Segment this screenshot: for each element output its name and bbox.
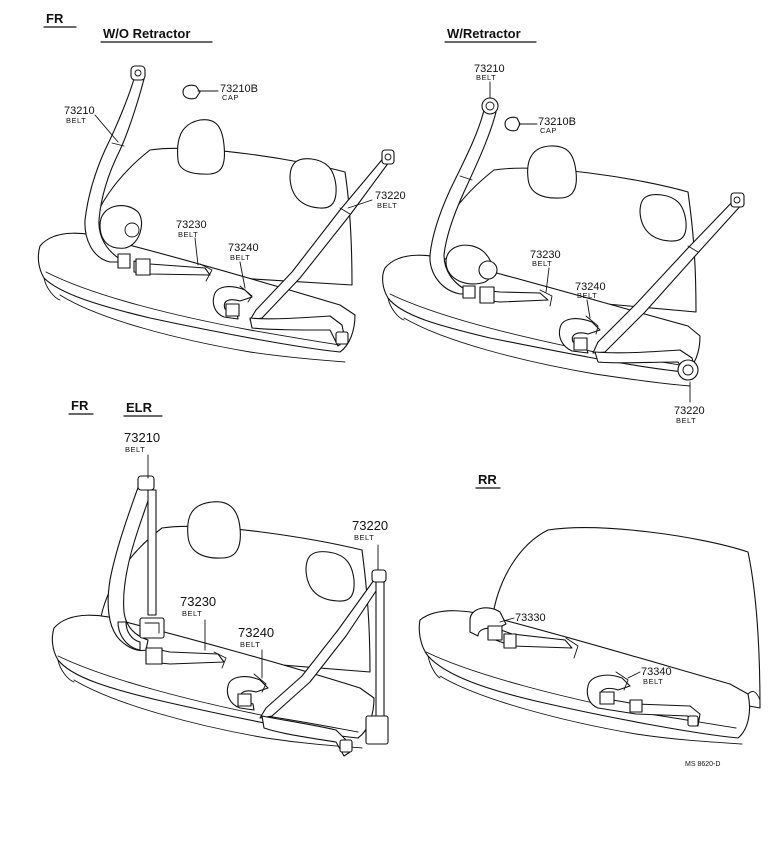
callout-number: 73240 [228,242,259,254]
heading-wo-retractor: W/O Retractor [103,26,190,41]
callout-name: BELT [354,533,374,542]
callout-name: CAP [540,126,557,135]
callout-name: BELT [643,677,663,686]
callout-number: 73330 [515,612,546,624]
heading-w-retractor: W/Retractor [447,26,521,41]
callout-number: 73340 [641,666,672,678]
leader-lines-q3 [147,454,379,679]
seat-illustration-fr-wo-retractor [37,65,395,363]
callout-name: BELT [66,116,86,125]
callouts-q3: 73210 BELT 73230 BELT 73240 BELT 73220 B… [124,430,388,649]
callout-number: 73220 [674,405,705,417]
callout-name: CAP [222,93,239,102]
heading-fr-bottom: FR [71,398,89,413]
callout-number: 73240 [575,281,606,293]
heading-rr: RR [478,472,497,487]
callout-name: BELT [125,445,145,454]
callout-name: BELT [577,291,597,300]
callouts-q4: 73330 73340 BELT [515,612,672,686]
callout-number: 73230 [180,594,216,609]
callouts-q1: 73210 BELT 73210B CAP 73230 BELT 73240 B… [64,83,406,262]
leader-lines-q4 [499,617,641,679]
seat-illustration-fr-w-retractor [382,97,745,387]
callout-name: BELT [178,230,198,239]
heading-elr: ELR [126,400,153,415]
callout-name: BELT [182,609,202,618]
callout-number: 73210 [474,63,505,75]
seat-illustration-fr-elr [51,475,389,757]
callout-name: BELT [676,416,696,425]
callout-name: BELT [532,259,552,268]
callout-number: 73220 [352,518,388,533]
callout-number: 73230 [530,249,561,261]
callout-number: 73210 [64,105,95,117]
callout-number: 73210B [220,83,258,95]
section-headings: FR W/O Retractor W/Retractor FR ELR RR [43,11,537,489]
callout-number: 73210B [538,116,576,128]
callout-number: 73240 [238,625,274,640]
callout-name: BELT [377,201,397,210]
leader-lines-q2 [489,81,691,403]
callout-name: BELT [230,253,250,262]
callout-name: BELT [476,73,496,82]
callouts-q2: 73210 BELT 73210B CAP 73230 BELT 73240 B… [474,63,705,425]
seat-illustration-rr [418,527,761,745]
callout-number: 73210 [124,430,160,445]
reference-code: MS 8620-D [685,761,720,768]
callout-number: 73230 [176,219,207,231]
heading-fr-top: FR [46,11,64,26]
callout-name: BELT [240,640,260,649]
leader-lines-q1 [94,90,373,289]
callout-number: 73220 [375,190,406,202]
